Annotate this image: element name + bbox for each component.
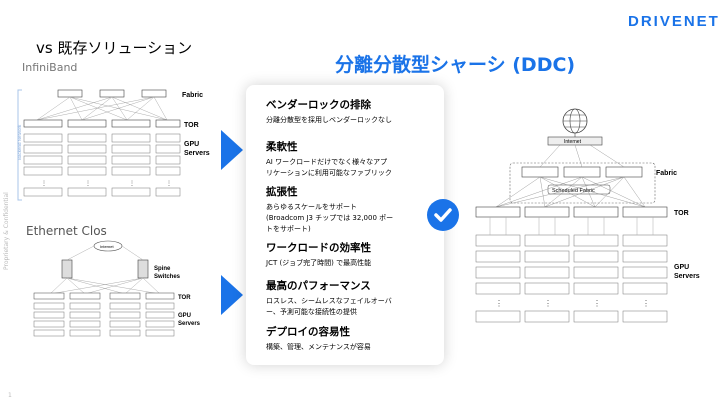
feature-desc: 構築、管理、メンテナンスが容易 bbox=[266, 343, 371, 351]
ddc-diagram: Internet Fabric Scheduled Fabric TOR bbox=[475, 108, 700, 323]
feature-desc: 分離分散型を採用しベンダーロックなし bbox=[266, 116, 392, 124]
ddc-gpu-label-2: Servers bbox=[674, 273, 700, 280]
globe-icon bbox=[562, 108, 588, 134]
page-number: 1 bbox=[8, 392, 12, 399]
tor-switch bbox=[573, 206, 619, 218]
feature-desc: リケーションに利用可能なファブリック bbox=[266, 169, 392, 177]
feature-title: 柔軟性 bbox=[266, 141, 298, 153]
svg-text:⋮: ⋮ bbox=[544, 299, 552, 308]
check-icon bbox=[427, 199, 459, 231]
ddc-tor-label: TOR bbox=[674, 210, 689, 217]
ib-fabric-label: Fabric bbox=[182, 92, 203, 99]
feature-desc: (Broadcom J3 チップでは 32,000 ポー bbox=[266, 214, 394, 222]
feature-title: 最高のパフォーマンス bbox=[266, 280, 371, 292]
internet-cloud-icon bbox=[93, 240, 123, 252]
ddc-gpu-label-1: GPU bbox=[674, 264, 689, 271]
svg-text:⋮: ⋮ bbox=[593, 299, 601, 308]
tor-switch bbox=[33, 292, 65, 300]
fabric-switch bbox=[141, 89, 167, 98]
feature-desc: トをサポート) bbox=[266, 225, 311, 233]
tor-switch bbox=[67, 119, 107, 128]
tor-switch bbox=[109, 292, 141, 300]
fabric-switch bbox=[57, 89, 83, 98]
feature-title: ワークロードの効率性 bbox=[266, 242, 371, 254]
feature-item: 柔軟性 AI ワークロードだけでなく様々なアプ リケーションに利用可能なファブリ… bbox=[266, 139, 456, 179]
eth-internet-label: Internet bbox=[100, 244, 114, 249]
eth-gpu-servers bbox=[33, 302, 175, 337]
feature-item: ワークロードの効率性 JCT (ジョブ完了時間) で最高性能 bbox=[266, 240, 456, 269]
eth-spine-label-1: Spine bbox=[154, 266, 171, 272]
ib-gpu-label-2: Servers bbox=[184, 150, 210, 157]
tor-switch bbox=[475, 206, 521, 218]
eth-gpu-label-1: GPU bbox=[178, 313, 191, 319]
infiniband-label: InfiniBand bbox=[22, 61, 78, 74]
feature-desc: ロスレス、シームレスなフェイルオーバ bbox=[266, 297, 392, 305]
fabric-switch bbox=[605, 166, 643, 178]
tor-switch bbox=[145, 292, 175, 300]
backend-network-label: Backend Network bbox=[17, 124, 22, 160]
feature-item: ベンダーロックの排除 分離分散型を採用しベンダーロックなし bbox=[266, 97, 456, 126]
feature-panel: ベンダーロックの排除 分離分散型を採用しベンダーロックなし 柔軟性 AI ワーク… bbox=[246, 85, 444, 365]
feature-item: 最高のパフォーマンス ロスレス、シームレスなフェイルオーバ ー、予測可能な接続性… bbox=[266, 278, 456, 318]
tor-switch bbox=[155, 119, 181, 128]
eth-tor-label: TOR bbox=[178, 295, 191, 301]
ib-gpu-label-1: GPU bbox=[184, 141, 199, 148]
ddc-fabric-label: Fabric bbox=[656, 170, 677, 177]
ddc-title: 分離分散型シャーシ (DDC) bbox=[335, 54, 576, 76]
fabric-switch bbox=[521, 166, 559, 178]
tor-switch bbox=[111, 119, 151, 128]
eth-spine-label-2: Switches bbox=[154, 274, 181, 280]
feature-item: 拡張性 あらゆるスケールをサポート (Broadcom J3 チップでは 32,… bbox=[266, 184, 456, 235]
feature-desc: あらゆるスケールをサポート bbox=[266, 203, 357, 211]
fabric-switch bbox=[99, 89, 125, 98]
ethernet-clos-label: Ethernet Clos bbox=[26, 224, 107, 238]
infiniband-diagram: Backend Network Fabric TOR ⋮ ⋮ ⋮ ⋮ GPU Serv… bbox=[17, 89, 210, 201]
tor-switch bbox=[69, 292, 101, 300]
feature-desc: ー、予測可能な接続性の提供 bbox=[266, 308, 357, 316]
feature-desc: AI ワークロードだけでなく様々なアプ bbox=[266, 158, 388, 166]
tor-switch bbox=[622, 206, 668, 218]
svg-text:⋮: ⋮ bbox=[41, 181, 47, 187]
scheduled-fabric-label: Scheduled Fabric bbox=[552, 188, 595, 194]
spine-switch bbox=[61, 259, 73, 279]
tor-switch bbox=[524, 206, 570, 218]
svg-text:⋮: ⋮ bbox=[85, 181, 91, 187]
arrow-right-icon bbox=[221, 130, 243, 170]
svg-text:⋮: ⋮ bbox=[642, 299, 650, 308]
arrow-right-icon bbox=[221, 275, 243, 315]
svg-text:⋮: ⋮ bbox=[129, 181, 135, 187]
feature-title: 拡張性 bbox=[266, 186, 298, 198]
ethernet-diagram: Internet Spine Switches TOR GPU Servers bbox=[33, 240, 201, 337]
feature-title: デプロイの容易性 bbox=[266, 326, 350, 338]
comparison-title: vs 既存ソリューション bbox=[36, 39, 193, 57]
eth-gpu-label-2: Servers bbox=[178, 321, 201, 327]
feature-title: ベンダーロックの排除 bbox=[266, 99, 371, 111]
ddc-internet-label: Internet bbox=[564, 139, 582, 145]
feature-item: デプロイの容易性 構築、管理、メンテナンスが容易 bbox=[266, 324, 456, 353]
ib-tor-label: TOR bbox=[184, 122, 199, 129]
brand-logo: DRIVENETS bbox=[628, 13, 720, 30]
tor-switch bbox=[23, 119, 63, 128]
svg-text:⋮: ⋮ bbox=[495, 299, 503, 308]
svg-text:⋮: ⋮ bbox=[166, 181, 172, 187]
spine-switch bbox=[137, 259, 149, 279]
ddc-gpu-servers bbox=[475, 234, 668, 323]
feature-desc: JCT (ジョブ完了時間) で最高性能 bbox=[266, 259, 372, 267]
fabric-switch bbox=[563, 166, 601, 178]
ib-gpu-servers bbox=[23, 133, 181, 197]
confidential-note: Proprietary & Confidential bbox=[3, 192, 10, 270]
